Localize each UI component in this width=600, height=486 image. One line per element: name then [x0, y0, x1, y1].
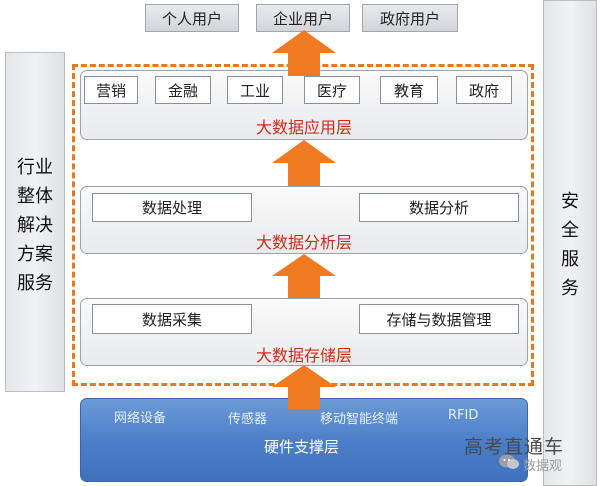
security-service-panel: 安全服务 — [543, 0, 597, 486]
app-item-government: 政府 — [456, 76, 512, 104]
application-layer-title: 大数据应用层 — [255, 118, 352, 137]
hardware-item-network: 网络设备 — [114, 411, 167, 426]
app-item-label: 医疗 — [316, 81, 347, 100]
hardware-item-rfid: RFID — [448, 408, 479, 423]
analysis-item-analytics: 数据分析 — [359, 193, 519, 222]
user-label: 个人用户 — [161, 9, 222, 28]
app-item-finance: 金融 — [155, 76, 211, 104]
hardware-item-sensor: 传感器 — [228, 412, 268, 427]
user-label: 政府用户 — [379, 9, 440, 28]
storage-item-collection: 数据采集 — [92, 304, 252, 334]
arrow-analysis-to-application — [272, 140, 336, 186]
hardware-item-mobile-terminal: 移动智能终端 — [320, 412, 399, 427]
arrow-hardware-to-storage — [272, 365, 336, 409]
watermark-logo-icon — [498, 453, 520, 475]
storage-item-label: 数据采集 — [141, 310, 202, 329]
storage-item-label: 存储与数据管理 — [386, 310, 492, 329]
analysis-item-label: 数据分析 — [408, 199, 469, 217]
app-item-marketing: 营销 — [84, 76, 138, 104]
analysis-item-processing: 数据处理 — [92, 193, 252, 222]
user-box-individual: 个人用户 — [145, 4, 239, 32]
industry-solution-label: 行业整体解决方案服务 — [17, 157, 53, 294]
app-item-label: 金融 — [167, 81, 198, 100]
security-service-label: 安全服务 — [561, 191, 579, 299]
app-item-label: 政府 — [468, 81, 499, 100]
app-item-label: 工业 — [239, 81, 270, 100]
app-item-label: 教育 — [393, 81, 424, 100]
analysis-layer-title: 大数据分析层 — [255, 233, 352, 252]
industry-solution-panel: 行业整体解决方案服务 — [5, 52, 65, 392]
app-item-education: 教育 — [380, 76, 438, 104]
storage-item-management: 存储与数据管理 — [359, 304, 519, 334]
user-box-government: 政府用户 — [362, 4, 458, 32]
user-box-enterprise: 企业用户 — [256, 4, 350, 32]
watermark-text: 高考直通车 — [464, 436, 565, 458]
arrow-storage-to-analysis — [272, 254, 336, 298]
analysis-item-label: 数据处理 — [141, 199, 202, 217]
app-item-label: 营销 — [95, 81, 126, 100]
app-item-industry: 工业 — [227, 76, 283, 104]
watermark-subtext: 数据观 — [523, 459, 563, 474]
user-label: 企业用户 — [272, 9, 333, 28]
hardware-layer-title: 硬件支撑层 — [264, 438, 340, 456]
arrow-to-users — [272, 30, 336, 76]
app-item-medical: 医疗 — [304, 76, 360, 104]
storage-layer-title: 大数据存储层 — [255, 346, 352, 365]
